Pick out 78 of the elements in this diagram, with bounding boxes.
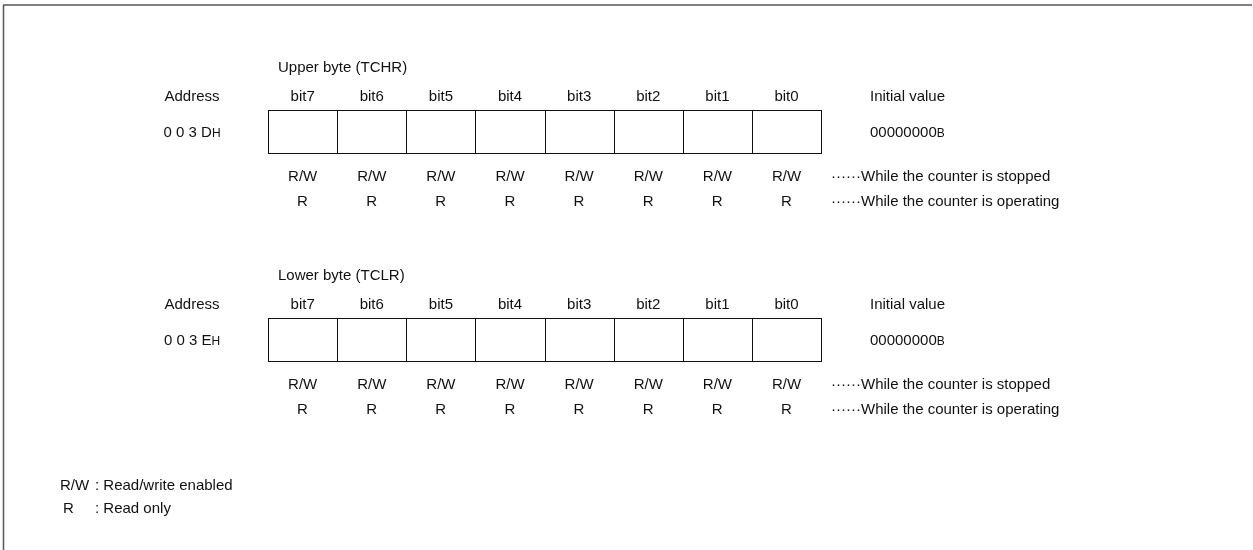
access-note: ······While the counter is stopped: [831, 375, 1051, 393]
access-mode: R/W: [564, 375, 594, 393]
access-mode: R/W: [702, 375, 732, 393]
access-mode: R: [780, 192, 792, 210]
access-mode: R/W: [702, 167, 732, 185]
access-mode: R: [504, 400, 516, 418]
bit-label: bit2: [636, 295, 661, 313]
bit-label: bit6: [359, 295, 384, 313]
register-bit-cell: [268, 110, 339, 154]
legend-key: R: [63, 499, 74, 517]
column-header: Address: [164, 295, 220, 313]
register-bit-cell: [682, 318, 753, 362]
access-mode: R: [435, 400, 447, 418]
legend-description: : Read only: [95, 499, 171, 517]
access-mode: R: [780, 400, 792, 418]
access-note: ······While the counter is operating: [831, 192, 1060, 210]
register-title: Lower byte (TCLR): [278, 266, 405, 284]
register-bit-cell: [613, 318, 684, 362]
register-bit-cell: [475, 318, 546, 362]
access-mode: R/W: [357, 375, 387, 393]
access-note: ······While the counter is stopped: [831, 167, 1051, 185]
bit-label: bit3: [567, 295, 592, 313]
bit-label: bit4: [497, 295, 523, 313]
access-mode: R: [573, 192, 585, 210]
bit-label: bit3: [567, 87, 592, 105]
bit-label: bit6: [359, 87, 384, 105]
access-mode: R: [366, 192, 378, 210]
bit-label: bit0: [774, 87, 799, 105]
access-mode: R: [297, 400, 308, 418]
access-mode: R/W: [357, 167, 387, 185]
bit-label: bit7: [290, 295, 315, 313]
column-header: Initial value: [870, 87, 946, 105]
bit-label: bit4: [497, 87, 523, 105]
access-mode: R: [297, 192, 308, 210]
register-bit-cell: [475, 110, 546, 154]
register-bit-cell: [613, 110, 684, 154]
access-mode: R: [573, 400, 585, 418]
access-mode: R: [435, 192, 447, 210]
access-mode: R/W: [633, 375, 663, 393]
bit-label: bit5: [428, 87, 453, 105]
register-bit-cell: [682, 110, 753, 154]
register-bit-cell: [337, 110, 408, 154]
access-mode: R/W: [288, 375, 318, 393]
access-mode: R/W: [633, 167, 663, 185]
access-mode: R: [642, 192, 654, 210]
access-mode: R/W: [495, 167, 525, 185]
legend-key: R/W: [60, 476, 90, 494]
access-mode: R/W: [771, 375, 802, 393]
access-mode: R: [642, 400, 654, 418]
register-bit-cell: [751, 110, 822, 154]
register-bit-cell: [544, 110, 615, 154]
bit-label: bit0: [774, 295, 799, 313]
access-mode: R/W: [426, 375, 456, 393]
register-bit-cell: [751, 318, 822, 362]
register-bit-cell: [544, 318, 615, 362]
legend-description: : Read/write enabled: [95, 476, 233, 494]
bit-label: bit1: [705, 87, 730, 105]
access-mode: R/W: [564, 167, 594, 185]
access-note: ······While the counter is operating: [831, 400, 1060, 418]
access-mode: R: [366, 400, 378, 418]
register-bit-cell: [406, 318, 477, 362]
bit-label: bit5: [428, 295, 453, 313]
register-bit-cell: [337, 318, 408, 362]
access-mode: R/W: [771, 167, 802, 185]
column-header: Initial value: [870, 295, 946, 313]
access-mode: R/W: [288, 167, 318, 185]
bit-label: bit7: [290, 87, 315, 105]
access-mode: R/W: [495, 375, 525, 393]
bit-label: bit1: [705, 295, 730, 313]
access-mode: R/W: [426, 167, 456, 185]
access-mode: R: [504, 192, 516, 210]
register-bit-cell: [268, 318, 339, 362]
column-header: Address: [164, 87, 220, 105]
access-mode: R: [711, 192, 723, 210]
register-title: Upper byte (TCHR): [278, 58, 408, 76]
access-mode: R: [711, 400, 723, 418]
register-bit-cell: [406, 110, 477, 154]
bit-label: bit2: [636, 87, 661, 105]
